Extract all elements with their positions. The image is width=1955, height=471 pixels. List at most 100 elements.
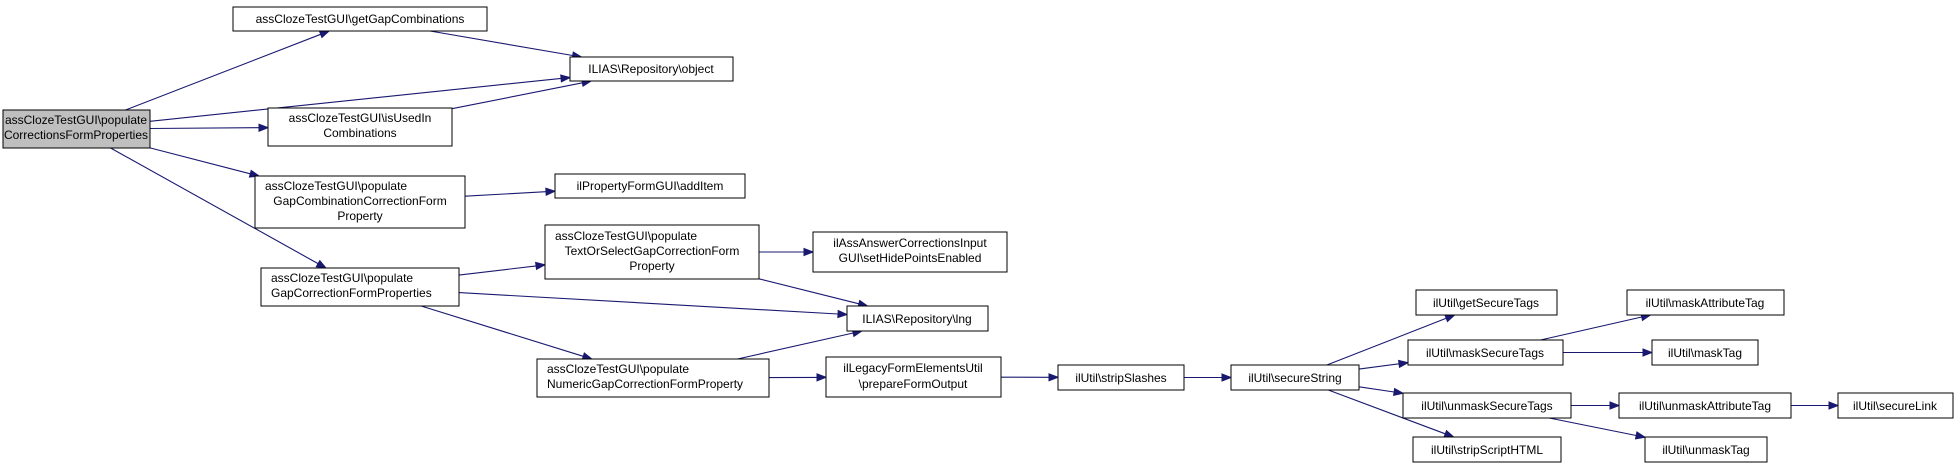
edge-n_unmasksec-to-n_unmaskattr: [1571, 401, 1621, 410]
edge-line: [110, 147, 319, 265]
node-label-line: assClozeTestGUI\populate: [271, 271, 413, 285]
node-label-line: assClozeTestGUI\populate: [555, 229, 697, 243]
node-label-line: ilUtil\unmaskAttributeTag: [1639, 399, 1771, 413]
node-label-line: assClozeTestGUI\populate: [265, 179, 407, 193]
node-secure-string[interactable]: ilUtil\secureString: [1230, 364, 1360, 391]
edge-line: [1549, 417, 1637, 437]
node-strip-slashes[interactable]: ilUtil\stripSlashes: [1057, 364, 1185, 391]
edge-arrowhead: [1393, 387, 1405, 397]
edge-arrowhead: [315, 259, 328, 269]
node-mask-tag[interactable]: ilUtil\maskTag: [1651, 339, 1759, 366]
node-label-line: ilUtil\secureLink: [1853, 399, 1938, 413]
node-label-line: Combinations: [323, 126, 396, 140]
edge-line: [429, 30, 573, 57]
edge-n_secstr-to-n_masksec: [1358, 359, 1410, 370]
node-get-secure-tags[interactable]: ilUtil\getSecureTags: [1415, 289, 1558, 316]
edge-line: [1540, 316, 1642, 341]
edge-n_unmasksec-to-n_unmasktag: [1549, 417, 1647, 440]
node-label-line: ilUtil\getSecureTags: [1433, 296, 1539, 310]
node-label-line: ilUtil\stripSlashes: [1075, 371, 1166, 385]
node-prepare-form-output[interactable]: ilLegacyFormElementsUtil \prepareFormOut…: [825, 356, 1002, 398]
edge-arrowhead: [816, 373, 828, 382]
node-unmask-secure-tags[interactable]: ilUtil\unmaskSecureTags: [1402, 392, 1572, 419]
edge-line: [464, 191, 547, 197]
edge-line: [421, 305, 584, 357]
node-set-hide-points-enabled[interactable]: ilAssAnswerCorrectionsInput GUI\setHideP…: [812, 231, 1008, 273]
edge-n_getgc-to-n_obj: [429, 30, 583, 60]
edge-arrowhead: [1444, 314, 1456, 323]
node-label-line: ilUtil\unmaskTag: [1662, 443, 1749, 457]
edge-arrowhead: [560, 74, 572, 83]
edge-n_root-to-n_getgc: [125, 30, 331, 111]
edge-arrowhead: [1048, 373, 1060, 382]
node-mask-attribute-tag[interactable]: ilUtil\maskAttributeTag: [1626, 289, 1785, 316]
edge-arrowhead: [837, 309, 849, 319]
edge-n_strip-to-n_secstr: [1184, 373, 1233, 382]
node-secure-link[interactable]: ilUtil\secureLink: [1837, 392, 1954, 419]
edge-arrowhead: [1443, 429, 1455, 438]
edge-n_root-to-n_popgcfp: [110, 147, 328, 269]
edge-arrowhead: [258, 123, 270, 132]
node-populate-gap-correction-form-properties[interactable]: assClozeTestGUI\populate GapCorrectionFo…: [260, 267, 460, 307]
edge-n_popgcc-to-n_additem: [464, 187, 557, 197]
node-repository-object[interactable]: ILIAS\Repository\object: [569, 56, 734, 82]
edge-n_unmaskattr-to-n_seclink: [1791, 401, 1840, 410]
node-repository-lng[interactable]: ILIAS\Repository\lng: [846, 305, 989, 332]
edge-line: [1326, 317, 1447, 366]
node-strip-script-html[interactable]: ilUtil\stripScriptHTML: [1412, 436, 1562, 463]
edge-line: [1358, 386, 1395, 393]
edge-n_popgcfp-to-n_popnum: [421, 305, 594, 361]
edge-n_poptos-to-n_hide: [759, 247, 815, 257]
edge-n_root-to-n_popgcc: [149, 147, 261, 178]
edge-n_poptos-to-n_lng: [758, 278, 869, 308]
node-label-line: Property: [629, 259, 674, 273]
edge-n_popnum-to-n_prep: [768, 373, 828, 382]
node-populate-corrections-form-properties[interactable]: assClozeTestGUI\populate CorrectionsForm…: [2, 109, 151, 149]
node-label-line: assClozeTestGUI\isUsedIn: [289, 111, 432, 125]
edge-line: [149, 77, 562, 122]
node-label-line: ilPropertyFormGUI\addItem: [577, 179, 724, 193]
edge-arrowhead: [1398, 359, 1410, 369]
edge-n_prep-to-n_strip: [1000, 373, 1060, 382]
edge-line: [451, 82, 583, 110]
node-is-used-in-combinations[interactable]: assClozeTestGUI\isUsedIn Combinations: [267, 107, 453, 147]
node-unmask-tag[interactable]: ilUtil\unmaskTag: [1644, 436, 1768, 463]
node-populate-text-or-select-gap-correction-form-property[interactable]: assClozeTestGUI\populate TextOrSelectGap…: [544, 224, 760, 280]
edge-arrowhead: [318, 30, 331, 39]
node-get-gap-combinations[interactable]: assClozeTestGUI\getGapCombinations: [232, 6, 488, 32]
edge-n_root-to-n_obj: [149, 74, 572, 122]
node-label-line: ilAssAnswerCorrectionsInput: [833, 236, 987, 250]
node-property-form-add-item[interactable]: ilPropertyFormGUI\addItem: [554, 173, 746, 199]
node-label-line: ILIAS\Repository\lng: [862, 312, 971, 326]
node-label-line: GapCombinationCorrectionForm: [273, 194, 446, 208]
node-label-line: NumericGapCorrectionFormProperty: [547, 377, 743, 391]
edge-n_popnum-to-n_lng: [737, 328, 864, 360]
edges-layer: [110, 30, 1840, 440]
node-label-line: Property: [337, 209, 382, 223]
node-label-line: GUI\setHidePointsEnabled: [839, 251, 982, 265]
edge-arrowhead: [248, 169, 261, 178]
edge-line: [758, 278, 860, 305]
edge-n_secstr-to-n_unmasksec: [1358, 386, 1405, 397]
edge-arrowhead: [1609, 401, 1621, 410]
node-label-line: TextOrSelectGapCorrectionForm: [565, 244, 740, 258]
node-label-line: \prepareFormOutput: [859, 377, 968, 391]
node-label-line: ilLegacyFormElementsUtil: [843, 361, 982, 375]
node-label-line: ilUtil\unmaskSecureTags: [1421, 399, 1552, 413]
node-label-line: assClozeTestGUI\populate: [5, 113, 147, 127]
node-populate-numeric-gap-correction-form-property[interactable]: assClozeTestGUI\populate NumericGapCorre…: [536, 358, 770, 398]
node-unmask-attribute-tag[interactable]: ilUtil\unmaskAttributeTag: [1618, 392, 1792, 419]
edge-line: [737, 332, 854, 360]
node-label-line: ilUtil\maskTag: [1668, 346, 1742, 360]
node-label-line: ilUtil\maskAttributeTag: [1646, 296, 1765, 310]
node-populate-gap-combination-correction-form-property[interactable]: assClozeTestGUI\populate GapCombinationC…: [254, 175, 466, 229]
edge-arrowhead: [545, 187, 557, 196]
edge-line: [149, 127, 260, 130]
node-label-line: assClozeTestGUI\getGapCombinations: [256, 12, 465, 26]
node-label-line: ilUtil\maskSecureTags: [1426, 346, 1544, 360]
node-mask-secure-tags[interactable]: ilUtil\maskSecureTags: [1407, 339, 1564, 366]
edge-line: [125, 33, 321, 111]
edge-arrowhead: [803, 247, 815, 257]
edge-line: [149, 147, 251, 175]
